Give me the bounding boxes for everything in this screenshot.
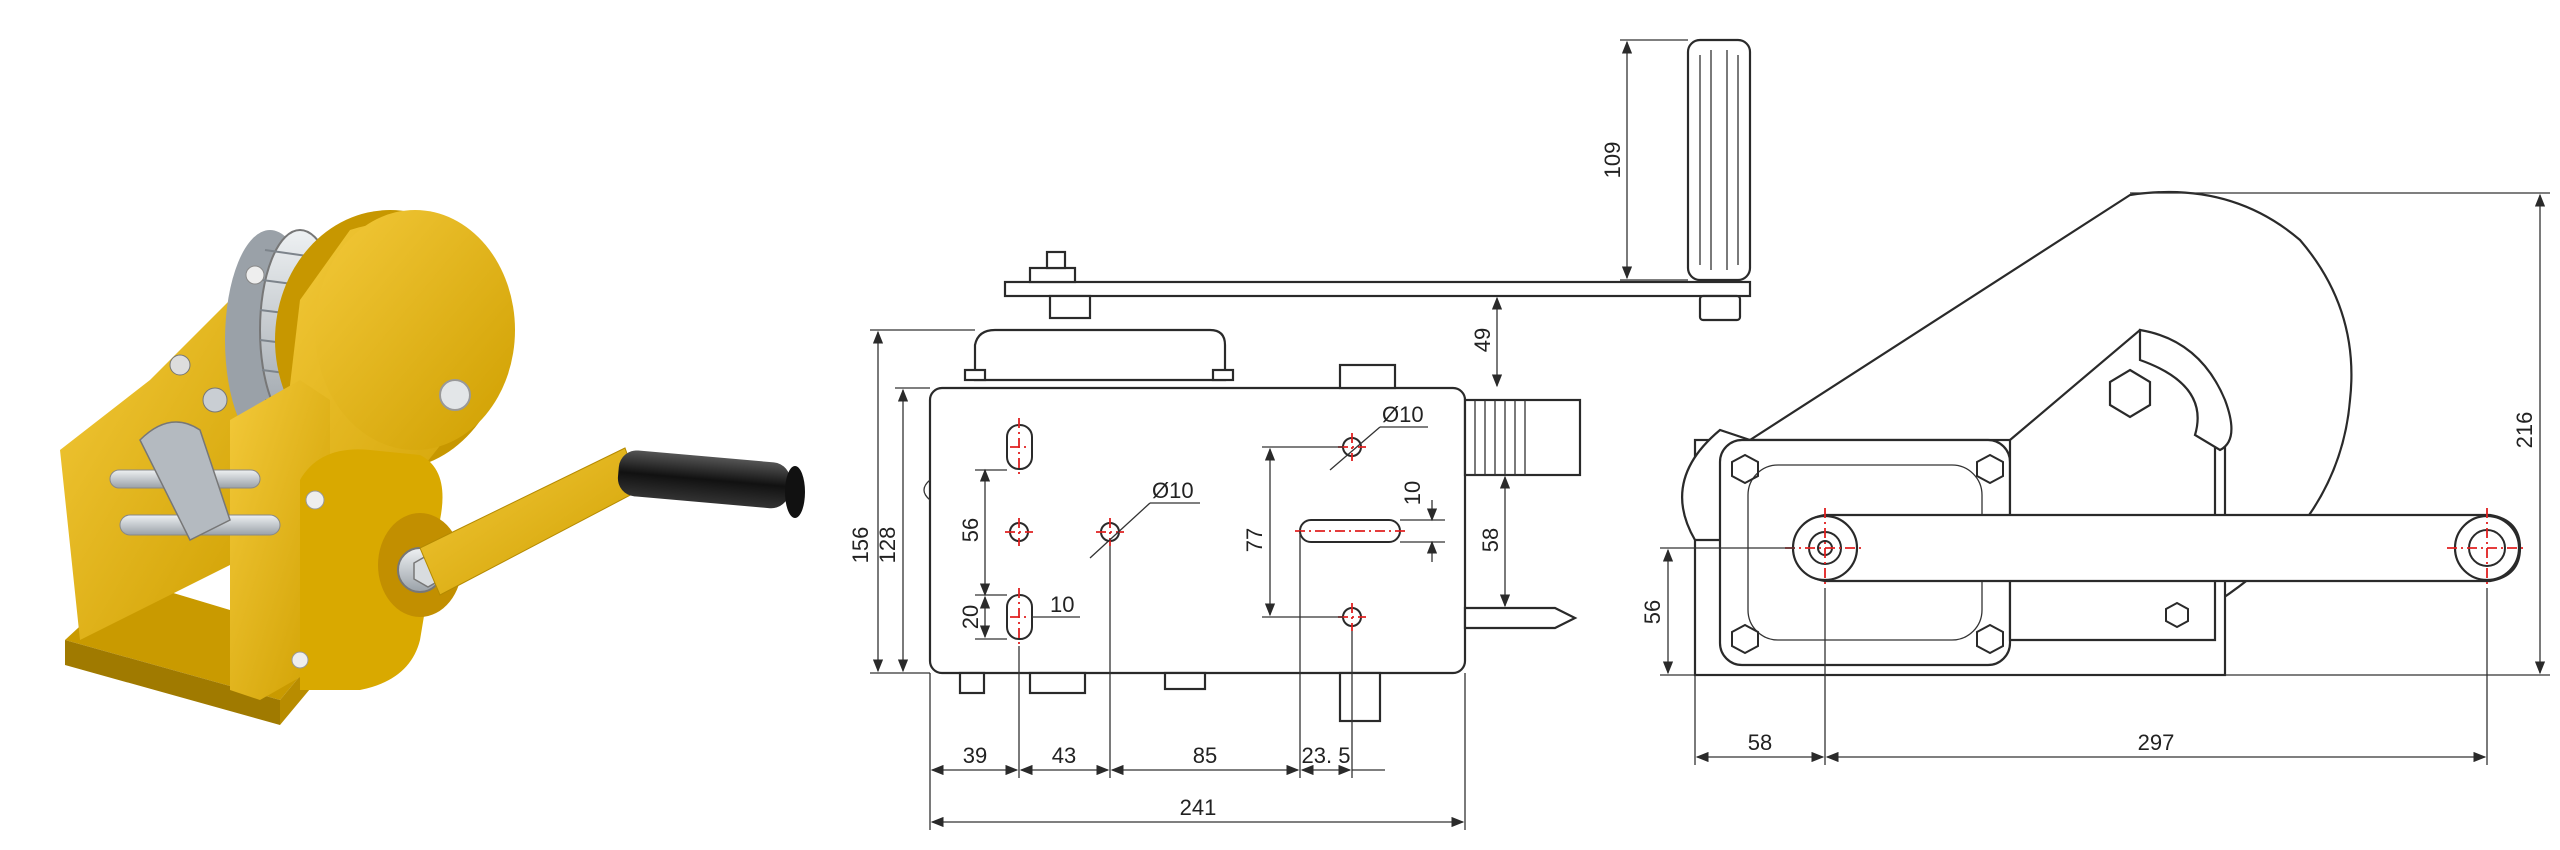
dim-56-side: 56 [1640, 600, 1665, 624]
dim-43: 43 [1052, 743, 1076, 768]
dim-58-front: 58 [1478, 528, 1503, 552]
dim-109: 109 [1600, 142, 1625, 179]
hole-diameter-label-a: Ø10 [1152, 478, 1194, 503]
dim-58-side: 58 [1748, 730, 1772, 755]
hole-diameter-label-b: Ø10 [1382, 402, 1424, 427]
dim-128: 128 [875, 527, 900, 564]
dim-216: 216 [2512, 412, 2537, 449]
dim-20: 20 [958, 605, 983, 629]
dim-297: 297 [2138, 730, 2175, 755]
dim-10-left: 10 [1050, 592, 1074, 617]
dim-241: 241 [1180, 795, 1217, 820]
dim-77: 77 [1242, 528, 1267, 552]
dim-23-5: 23. 5 [1302, 743, 1351, 768]
dim-85: 85 [1193, 743, 1217, 768]
winch-render [60, 210, 805, 725]
dim-39: 39 [963, 743, 987, 768]
dim-156: 156 [848, 527, 873, 564]
dim-10-right: 10 [1400, 481, 1425, 505]
dim-56-front: 56 [958, 518, 983, 542]
dim-49: 49 [1470, 328, 1495, 352]
side-view-drawing: 216 56 58 297 [1640, 190, 2550, 765]
front-view-drawing: 156 128 56 20 10 Ø10 Ø10 77 10 58 49 109… [848, 38, 1752, 830]
